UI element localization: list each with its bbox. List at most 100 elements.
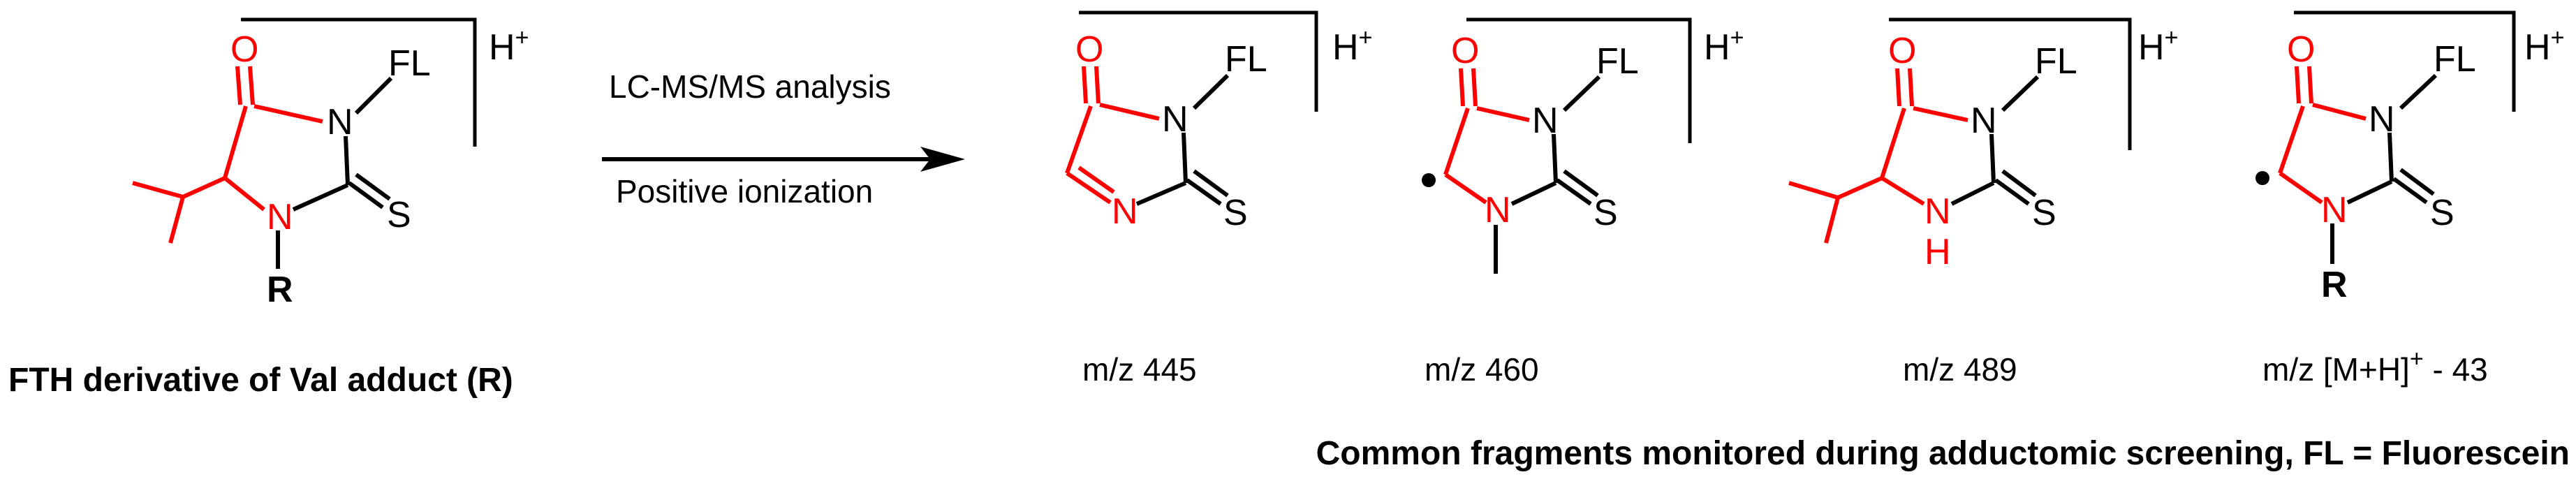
fragment-489-bond-iso3 xyxy=(1824,197,1840,244)
fragment-489-bond-iso2 xyxy=(1788,181,1839,200)
fragment-460-bond-co2 xyxy=(1471,68,1478,107)
footer-caption: Common fragments monitored during adduct… xyxy=(1316,435,2570,472)
fragment-460-structure: H+ O N FL S N m/z 460 xyxy=(1422,17,1744,388)
fragment-460-bond-c5-n1 xyxy=(1444,172,1487,205)
arrow-bottom-label: Positive ionization xyxy=(616,173,873,209)
fragment-460-bond-c4-c5 xyxy=(1443,108,1470,175)
reactant-bracket xyxy=(241,17,477,147)
fragment-mh43-bond-cs2 xyxy=(2399,168,2435,196)
fragment-460-bond-n-fl xyxy=(1562,75,1601,112)
fragment-460-proton: H+ xyxy=(1704,24,1744,68)
fragment-489-label: m/z 489 xyxy=(1903,351,2017,388)
fragment-489-bond-c2-n1 xyxy=(1950,181,1995,206)
reactant-bond-c4-n3 xyxy=(253,104,323,124)
fragment-489-oxygen: O xyxy=(1888,31,1916,71)
fragment-445-bond-co xyxy=(1082,66,1088,104)
reactant-nitrogen-3: N xyxy=(327,102,353,142)
fragment-445-bond-n3-c2 xyxy=(1182,132,1188,184)
reactant-bond-co xyxy=(235,66,242,105)
fragment-445-label: m/z 445 xyxy=(1082,351,1197,388)
fragment-445-bond-c5-n1-double xyxy=(1077,165,1115,194)
reactant-bond-iso2 xyxy=(132,181,184,199)
fragment-489-nitrogen-3: N xyxy=(1971,101,1997,141)
fragment-489-bond-c4-n3 xyxy=(1913,106,1968,122)
reactant-bond-c2-n1 xyxy=(292,183,349,212)
reactant-bond-co2 xyxy=(248,66,255,105)
fragment-460-nitrogen-1: N xyxy=(1485,190,1511,230)
fragment-445-bracket xyxy=(1079,10,1318,112)
fragment-489-bond-n-fl xyxy=(2001,75,2040,112)
fragment-mh43-fluorescein: FL xyxy=(2434,39,2476,80)
fragment-mh43-sulfur: S xyxy=(2430,193,2454,233)
fragment-445-bond-cs2 xyxy=(1193,169,1229,198)
arrow-top-label: LC-MS/MS analysis xyxy=(609,68,891,105)
fragment-489-bond-c5-n1 xyxy=(1881,176,1925,206)
fragment-445-fluorescein: FL xyxy=(1225,39,1267,80)
fragment-445-sulfur: S xyxy=(1223,193,1248,233)
reactant-r-group: R xyxy=(267,270,293,310)
fragment-489-bond-iso1 xyxy=(1837,176,1883,200)
reactant-bond-iso3 xyxy=(168,196,185,244)
fragment-mh43-nitrogen-3: N xyxy=(2369,99,2395,140)
fragment-445-nitrogen-1: N xyxy=(1112,191,1138,232)
fragment-445-bond-n-fl xyxy=(1192,73,1230,110)
fragment-489-nitrogen-1: N xyxy=(1924,191,1951,232)
fragment-460-bond-cs xyxy=(1556,178,1592,206)
fragment-445-oxygen: O xyxy=(1075,29,1103,70)
fragment-mh43-bond-n-fl xyxy=(2399,73,2438,110)
reactant-bond-n-fl xyxy=(354,76,393,115)
arrow-head-icon xyxy=(920,147,965,172)
fragment-445-structure: H+ O N FL S N m/z 445 xyxy=(1065,10,1372,388)
fragment-445-proton: H+ xyxy=(1332,24,1372,68)
reactant-bond-iso1 xyxy=(182,176,226,199)
fragment-mh43-proton: H+ xyxy=(2524,24,2564,68)
fragment-445-bond-c4-c5 xyxy=(1065,105,1093,175)
fragment-460-sulfur: S xyxy=(1594,193,1618,233)
fragment-445-bond-co2 xyxy=(1094,66,1101,104)
fragment-489-sulfur: S xyxy=(2032,193,2056,233)
fragment-460-fluorescein: FL xyxy=(1596,41,1639,82)
fragment-445-bond-cs xyxy=(1186,178,1222,206)
reactant-caption: FTH derivative of Val adduct (R) xyxy=(8,362,513,399)
fragment-mh43-oxygen: O xyxy=(2287,29,2315,70)
fragment-489-bond-co2 xyxy=(1908,68,1914,107)
fragment-445-bond-c4-n3 xyxy=(1099,103,1160,121)
fragment-mh43-bond-c5-n1 xyxy=(2279,171,2323,205)
reactant-nitrogen-1: N xyxy=(267,197,293,237)
fragment-460-bond-c2-n1 xyxy=(1510,181,1557,206)
fragment-mh43-bracket xyxy=(2294,10,2516,112)
reactant-fluorescein: FL xyxy=(388,43,431,84)
fragment-489-bracket xyxy=(1889,17,2132,150)
fragment-mh43-r-group: R xyxy=(2321,265,2348,305)
fragment-mh43-bond-co xyxy=(2295,66,2301,104)
fragment-mh43-bond-c4-c5 xyxy=(2278,105,2305,174)
fragment-489-bond-n3-c2 xyxy=(1989,133,1996,184)
reactant-bond-c4-c5 xyxy=(223,105,248,179)
reactant-bond-c5-n1 xyxy=(223,176,265,212)
fragment-445-bond-c5-n1 xyxy=(1066,171,1112,205)
fragment-mh43-bond-n3-c2 xyxy=(2387,132,2394,182)
fragment-489-bond-cs xyxy=(1994,178,2030,206)
fragment-489-bond-co xyxy=(1895,68,1901,107)
fragment-489-nh-hydrogen: H xyxy=(1924,232,1951,272)
fragment-460-bond-co xyxy=(1459,68,1465,107)
reactant-bond-n3-c2 xyxy=(344,135,350,186)
fragment-489-fluorescein: FL xyxy=(2035,41,2077,82)
fragment-mh43-bond-co2 xyxy=(2307,66,2313,104)
fragment-mh43-bond-c2-n1 xyxy=(2346,179,2393,205)
fragment-460-bond-n3-c2 xyxy=(1552,133,1558,184)
fragment-460-bond-c4-n3 xyxy=(1476,106,1530,122)
fragment-445-bond-c2-n1 xyxy=(1135,181,1187,206)
fragment-489-bond-cs2 xyxy=(2001,169,2037,198)
fragment-mh43-structure: H+ O N FL S N R m/z [M+H]+ - 43 xyxy=(2255,10,2564,388)
fragment-460-bracket xyxy=(1466,17,1692,143)
fragment-489-proton: H+ xyxy=(2138,24,2178,68)
fragment-mh43-nitrogen-1: N xyxy=(2321,190,2348,230)
reactant-bond-cs xyxy=(348,181,384,209)
fragment-460-radical-dot xyxy=(1422,173,1436,187)
reactant-proton: H+ xyxy=(489,24,529,68)
reactant-structure: H+ O N FL S N R FTH derivative of Val ad… xyxy=(8,17,529,399)
fragment-mh43-bond-cs xyxy=(2392,177,2428,205)
